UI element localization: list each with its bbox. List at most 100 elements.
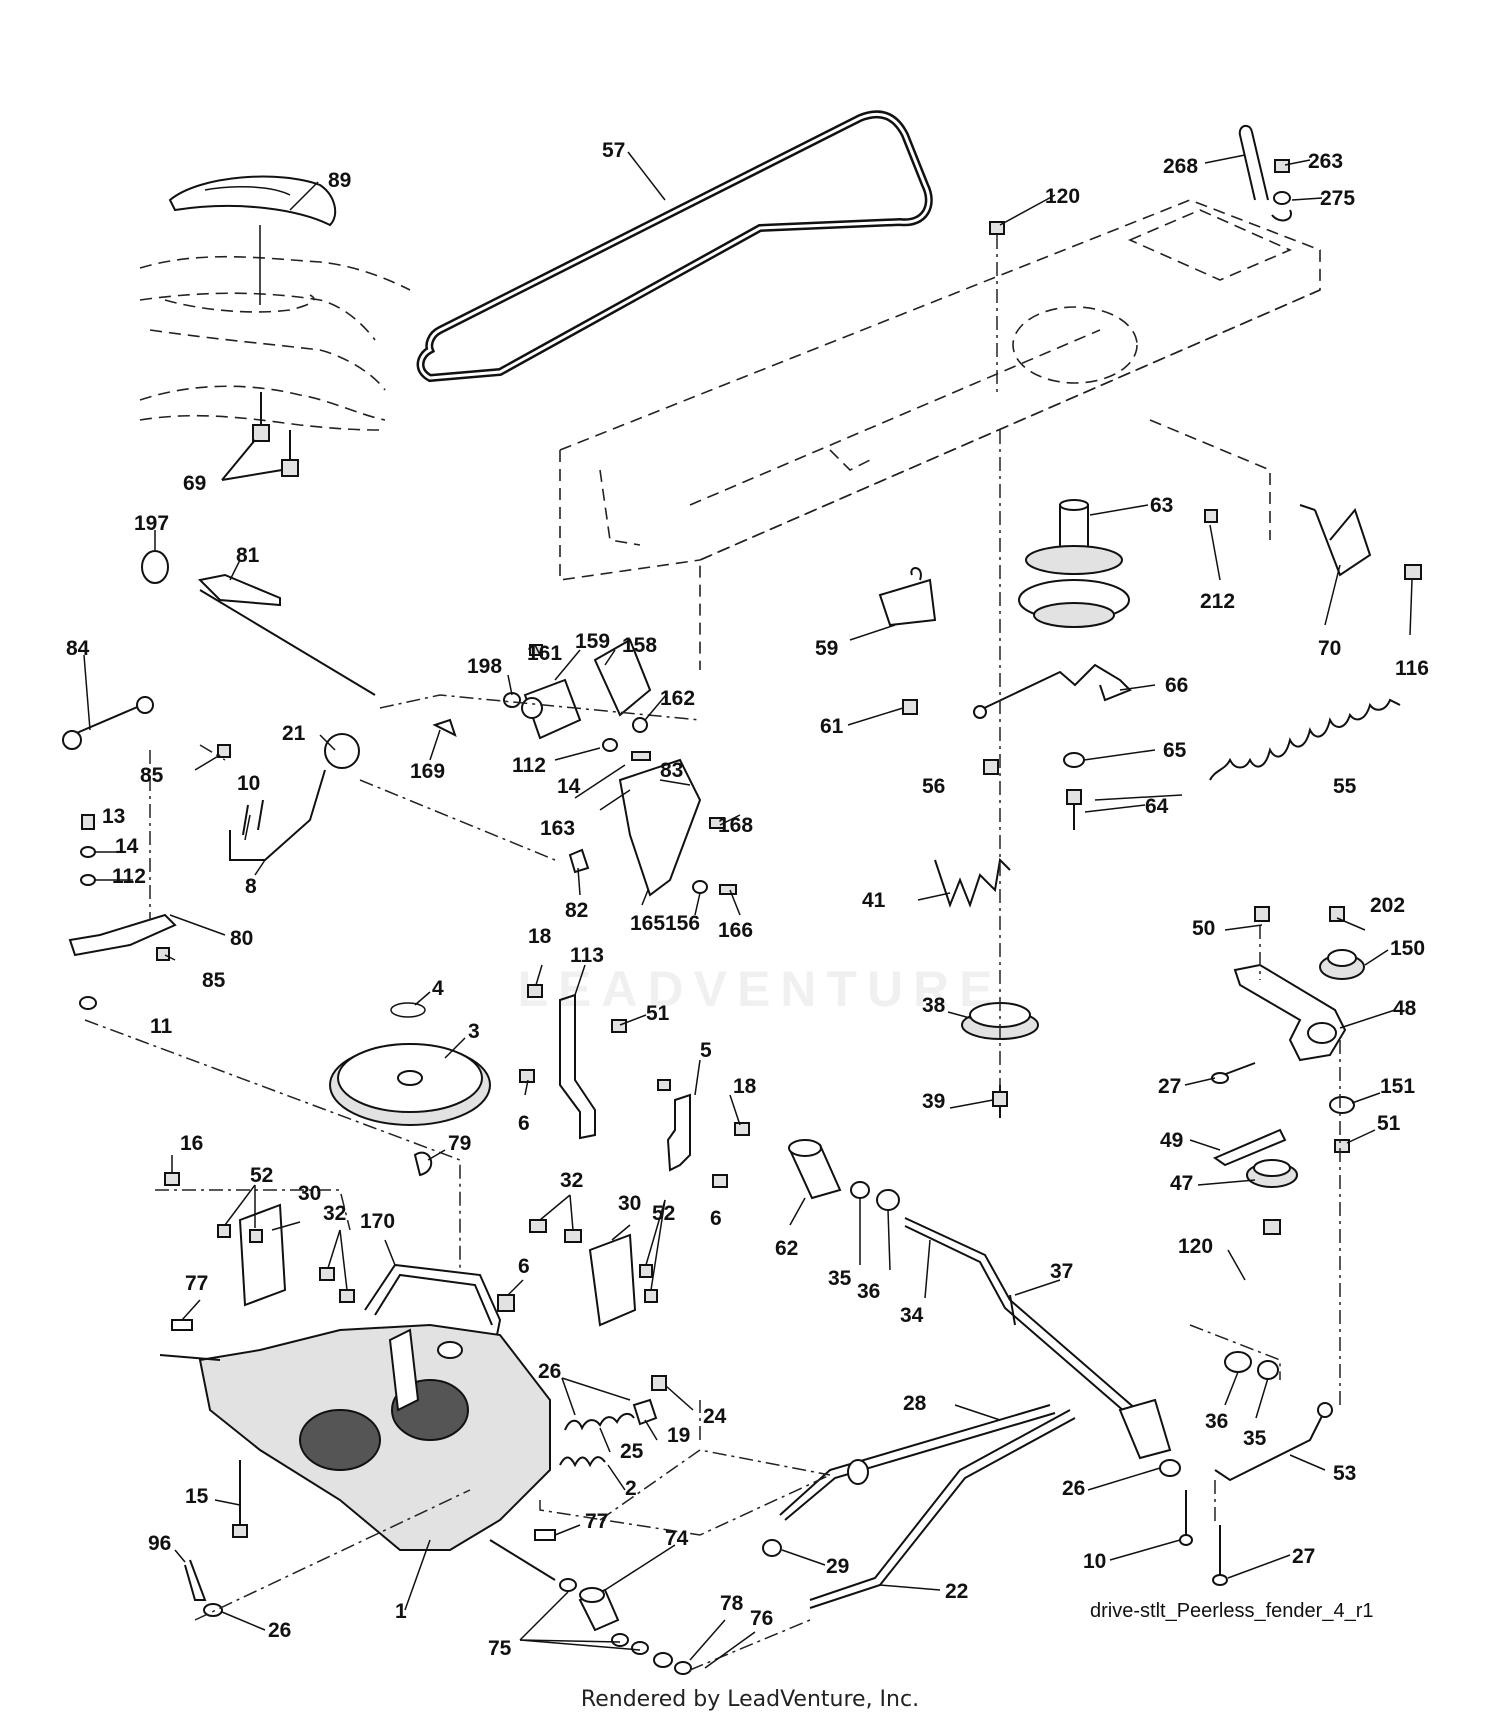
callout-212: 212 bbox=[1200, 590, 1235, 613]
callout-19: 19 bbox=[667, 1424, 690, 1447]
callout-70: 70 bbox=[1318, 637, 1341, 660]
callout-47: 47 bbox=[1170, 1172, 1193, 1195]
callout-163: 163 bbox=[540, 817, 575, 840]
callout-28: 28 bbox=[903, 1392, 927, 1415]
callout-36-upper: 36 bbox=[857, 1280, 880, 1303]
arm-159 bbox=[521, 678, 582, 740]
drive-belt-57 bbox=[416, 110, 933, 383]
bolt-15 bbox=[232, 1460, 248, 1538]
callout-75: 75 bbox=[488, 1637, 512, 1660]
clip-59 bbox=[878, 567, 937, 627]
callout-62: 62 bbox=[775, 1237, 798, 1260]
callout-39: 39 bbox=[922, 1090, 945, 1113]
spring-rod-66 bbox=[973, 663, 1132, 719]
callout-112-middle: 112 bbox=[512, 754, 546, 777]
callout-30-left: 30 bbox=[298, 1182, 321, 1205]
bracket-30-left bbox=[238, 1203, 287, 1307]
callout-6-trans: 6 bbox=[518, 1255, 530, 1278]
dashed-links-bottom bbox=[194, 1400, 831, 1671]
callout-69: 69 bbox=[183, 472, 206, 495]
callout-263: 263 bbox=[1308, 150, 1343, 173]
callout-198: 198 bbox=[467, 655, 502, 678]
callout-169: 169 bbox=[410, 760, 445, 783]
clip-96-washer-26 bbox=[184, 1559, 223, 1617]
callout-158: 158 bbox=[622, 634, 657, 657]
callout-35-upper: 35 bbox=[828, 1267, 852, 1290]
spring-2 bbox=[559, 1456, 606, 1468]
bushing-197 bbox=[141, 550, 169, 584]
callout-13: 13 bbox=[102, 805, 125, 828]
callout-78: 78 bbox=[720, 1592, 744, 1615]
callout-14-middle: 14 bbox=[557, 775, 581, 798]
callout-38: 38 bbox=[922, 994, 946, 1017]
key-77-upper bbox=[171, 1319, 193, 1331]
fender-outline bbox=[139, 255, 411, 431]
callout-76: 76 bbox=[750, 1607, 773, 1630]
callout-56: 56 bbox=[922, 775, 945, 798]
callout-52-left: 52 bbox=[250, 1164, 273, 1187]
washer-65-bolt-64 bbox=[1063, 752, 1085, 830]
callout-41: 41 bbox=[862, 889, 886, 912]
callout-29: 29 bbox=[826, 1555, 849, 1578]
callout-15: 15 bbox=[185, 1485, 209, 1508]
knob-21 bbox=[324, 733, 360, 769]
callout-48: 48 bbox=[1393, 997, 1417, 1020]
callout-16: 16 bbox=[180, 1132, 203, 1155]
callout-4: 4 bbox=[432, 977, 444, 1000]
callout-51-upper: 51 bbox=[646, 1002, 670, 1025]
callout-22: 22 bbox=[945, 1580, 968, 1603]
callout-80: 80 bbox=[230, 927, 253, 950]
callout-24: 24 bbox=[703, 1405, 727, 1428]
nut-85a bbox=[217, 744, 231, 758]
callout-65: 65 bbox=[1163, 739, 1187, 762]
callout-26-axle: 26 bbox=[268, 1619, 291, 1642]
shaft-34-37 bbox=[904, 1217, 1161, 1439]
transaxle-1 bbox=[159, 1323, 556, 1581]
pulley-63 bbox=[1018, 499, 1130, 628]
small-hardware-left bbox=[79, 814, 170, 1010]
nut-120-top bbox=[989, 221, 1005, 395]
bolt-6-trans bbox=[497, 1294, 515, 1312]
bracket-113 bbox=[559, 993, 596, 1140]
callout-85-lower: 85 bbox=[202, 969, 226, 992]
bracket-80 bbox=[68, 913, 177, 957]
callout-57: 57 bbox=[602, 139, 625, 162]
callout-150: 150 bbox=[1390, 937, 1425, 960]
retaining-ring-4 bbox=[390, 1002, 426, 1018]
callout-156: 156 bbox=[665, 912, 700, 935]
callout-96: 96 bbox=[148, 1532, 171, 1555]
pins-10-27-bottom bbox=[1179, 1490, 1228, 1586]
spring-25-19-24 bbox=[564, 1375, 667, 1431]
callout-35-lower: 35 bbox=[1243, 1427, 1267, 1450]
leader-lines bbox=[83, 151, 1413, 1669]
callout-197: 197 bbox=[134, 512, 169, 535]
idler-arm-70 bbox=[1299, 504, 1372, 577]
callout-268: 268 bbox=[1163, 155, 1198, 178]
seat-bracket-89 bbox=[168, 175, 337, 305]
callout-27-lower: 27 bbox=[1292, 1545, 1315, 1568]
bracket-26-mid bbox=[1118, 1398, 1181, 1477]
washers-75-78-76 bbox=[559, 1578, 692, 1675]
callout-159: 159 bbox=[575, 630, 610, 653]
callout-84: 84 bbox=[66, 637, 90, 660]
callout-77-upper: 77 bbox=[185, 1272, 208, 1295]
callout-168: 168 bbox=[718, 814, 753, 837]
bracket-5 bbox=[666, 1093, 691, 1172]
nut-120-bottom bbox=[1263, 1219, 1281, 1235]
bolt-56 bbox=[983, 759, 999, 775]
callout-52-right: 52 bbox=[652, 1202, 675, 1225]
callout-32-right: 32 bbox=[560, 1169, 583, 1192]
callout-32-left: 32 bbox=[323, 1202, 346, 1225]
callout-77-lower: 77 bbox=[585, 1510, 608, 1533]
callout-11: 11 bbox=[150, 1015, 173, 1038]
callouts: 57 89 268 263 275 120 69 63 197 81 212 7… bbox=[66, 139, 1429, 1660]
axle-spacer-74 bbox=[578, 1587, 620, 1632]
nut-212 bbox=[1204, 509, 1218, 523]
tube-62 bbox=[788, 1139, 842, 1200]
callout-49: 49 bbox=[1160, 1129, 1183, 1152]
callout-2: 2 bbox=[625, 1477, 637, 1500]
callout-3: 3 bbox=[468, 1020, 480, 1043]
callout-6-right: 6 bbox=[710, 1207, 722, 1230]
callout-10-lower: 10 bbox=[1083, 1550, 1106, 1573]
frame-dashed bbox=[559, 199, 1321, 670]
